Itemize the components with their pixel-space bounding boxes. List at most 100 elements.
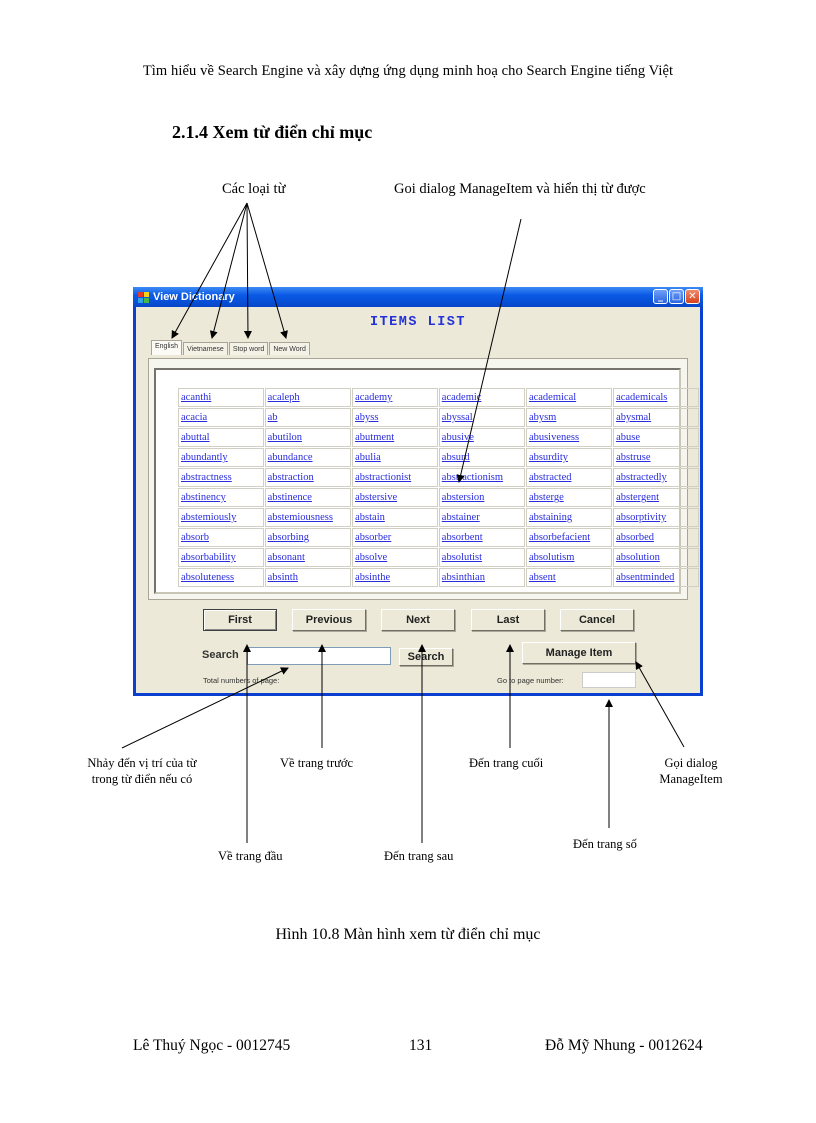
word-link[interactable]: academicals <box>613 388 699 407</box>
word-link[interactable]: absorbent <box>438 528 525 547</box>
word-link[interactable]: absorptivity <box>613 508 699 527</box>
word-link[interactable]: absolutist <box>438 548 525 567</box>
table-row: abstemiously abstemiousness abstain abst… <box>178 508 699 527</box>
annotation-word-types: Các loại từ <box>222 181 286 197</box>
word-link[interactable]: abstractionism <box>438 468 525 487</box>
word-link[interactable]: abulia <box>352 448 438 467</box>
maximize-button[interactable]: □ <box>669 289 684 304</box>
search-label: Search <box>202 649 239 661</box>
figure-caption: Hình 10.8 Màn hình xem từ điển chỉ mục <box>275 926 541 943</box>
goto-page-label: Go to page number: <box>497 676 564 685</box>
word-link[interactable]: abstracted <box>525 468 613 487</box>
word-link[interactable]: abstaining <box>525 508 613 527</box>
word-link[interactable]: abstersive <box>352 488 438 507</box>
word-link[interactable]: abstractionist <box>352 468 438 487</box>
word-link[interactable]: abstersion <box>438 488 525 507</box>
annotation-search-jump: Nhảy đến vị trí của từ trong từ điển nếu… <box>87 756 197 786</box>
view-dictionary-window: View Dictionary _ □ ✕ ITEMS LIST English… <box>133 287 703 696</box>
minimize-button[interactable]: _ <box>653 289 668 304</box>
annotation-manage-item-from-list: Goi dialog ManageItem và hiển thị từ đượ… <box>394 181 646 197</box>
word-link[interactable]: abyssal <box>438 408 525 427</box>
word-table: acanthi acaleph academy academic academi… <box>177 387 700 588</box>
word-link[interactable]: absolve <box>352 548 438 567</box>
word-link[interactable]: academical <box>525 388 613 407</box>
word-link[interactable]: absinth <box>264 568 352 587</box>
word-link[interactable]: absonant <box>264 548 352 567</box>
word-link[interactable]: absolutism <box>525 548 613 567</box>
word-link[interactable]: absolution <box>613 548 699 567</box>
word-link[interactable]: abstractness <box>178 468 264 487</box>
word-link[interactable]: absorbability <box>178 548 264 567</box>
word-link[interactable]: absterge <box>525 488 613 507</box>
word-link[interactable]: absentminded <box>613 568 699 587</box>
annotation-first-page: Về trang đầu <box>218 849 283 863</box>
word-link[interactable]: abusiveness <box>525 428 613 447</box>
word-link[interactable]: abusive <box>438 428 525 447</box>
last-button[interactable]: Last <box>471 609 545 631</box>
word-link[interactable]: academy <box>352 388 438 407</box>
annotation-last-page: Đến trang cuối <box>469 756 544 770</box>
word-link[interactable]: abstinency <box>178 488 264 507</box>
total-pages-label: Total numbers of page: <box>203 676 280 685</box>
tab-english[interactable]: English <box>151 340 182 355</box>
word-link[interactable]: absorbefacient <box>525 528 613 547</box>
section-title: 2.1.4 Xem từ điển chỉ mục <box>172 122 373 142</box>
close-icon: ✕ <box>688 291 697 302</box>
maximize-icon: □ <box>671 291 682 302</box>
word-link[interactable]: absorber <box>352 528 438 547</box>
annotation-previous-page: Về trang trước <box>280 756 354 770</box>
table-row: abundantly abundance abulia absurd absur… <box>178 448 699 467</box>
word-link[interactable]: acacia <box>178 408 264 427</box>
word-link[interactable]: absurd <box>438 448 525 467</box>
word-link[interactable]: absinthian <box>438 568 525 587</box>
next-button[interactable]: Next <box>381 609 455 631</box>
annotation-next-page: Đến trang sau <box>384 849 454 863</box>
word-link[interactable]: absorb <box>178 528 264 547</box>
word-link[interactable]: abstinence <box>264 488 352 507</box>
word-link[interactable]: abstraction <box>264 468 352 487</box>
word-link[interactable]: abyss <box>352 408 438 427</box>
word-link[interactable]: abysmal <box>613 408 699 427</box>
items-list-heading: ITEMS LIST <box>369 315 466 330</box>
minimize-icon: _ <box>658 291 663 302</box>
word-link[interactable]: acaleph <box>264 388 352 407</box>
tab-vietnamese[interactable]: Vietnamese <box>182 342 228 355</box>
word-link[interactable]: abundantly <box>178 448 264 467</box>
word-link[interactable]: abutment <box>352 428 438 447</box>
previous-button[interactable]: Previous <box>292 609 366 631</box>
word-link[interactable]: abstemiousness <box>264 508 352 527</box>
word-link[interactable]: absoluteness <box>178 568 264 587</box>
word-link[interactable]: abstain <box>352 508 438 527</box>
word-link[interactable]: ab <box>264 408 352 427</box>
word-link[interactable]: absent <box>525 568 613 587</box>
word-link[interactable]: academic <box>438 388 525 407</box>
word-link[interactable]: absorbing <box>264 528 352 547</box>
search-button[interactable]: Search <box>399 648 453 666</box>
tab-new-word[interactable]: New Word <box>269 342 310 355</box>
word-link[interactable]: abutilon <box>264 428 352 447</box>
table-row: abstractness abstraction abstractionist … <box>178 468 699 487</box>
tab-stop-word[interactable]: Stop word <box>228 342 269 355</box>
word-link[interactable]: abstemiously <box>178 508 264 527</box>
word-list-box <box>154 368 681 594</box>
cancel-button[interactable]: Cancel <box>560 609 634 631</box>
word-type-tabs: English Vietnamese Stop word New Word <box>151 340 311 355</box>
app-icon <box>138 291 149 303</box>
goto-page-input[interactable] <box>582 672 636 688</box>
word-link[interactable]: abstergent <box>613 488 699 507</box>
word-link[interactable]: abundance <box>264 448 352 467</box>
page-header: Tìm hiểu về Search Engine và xây dựng ứn… <box>142 63 674 79</box>
word-link[interactable]: abuse <box>613 428 699 447</box>
manage-item-button[interactable]: Manage Item <box>522 642 636 664</box>
word-link[interactable]: abuttal <box>178 428 264 447</box>
word-link[interactable]: acanthi <box>178 388 264 407</box>
word-link[interactable]: abstainer <box>438 508 525 527</box>
close-button[interactable]: ✕ <box>685 289 700 304</box>
word-link[interactable]: abstruse <box>613 448 699 467</box>
word-link[interactable]: abysm <box>525 408 613 427</box>
word-link[interactable]: absinthe <box>352 568 438 587</box>
word-link[interactable]: abstractedly <box>613 468 699 487</box>
word-link[interactable]: absurdity <box>525 448 613 467</box>
word-link[interactable]: absorbed <box>613 528 699 547</box>
first-button[interactable]: First <box>203 609 277 631</box>
